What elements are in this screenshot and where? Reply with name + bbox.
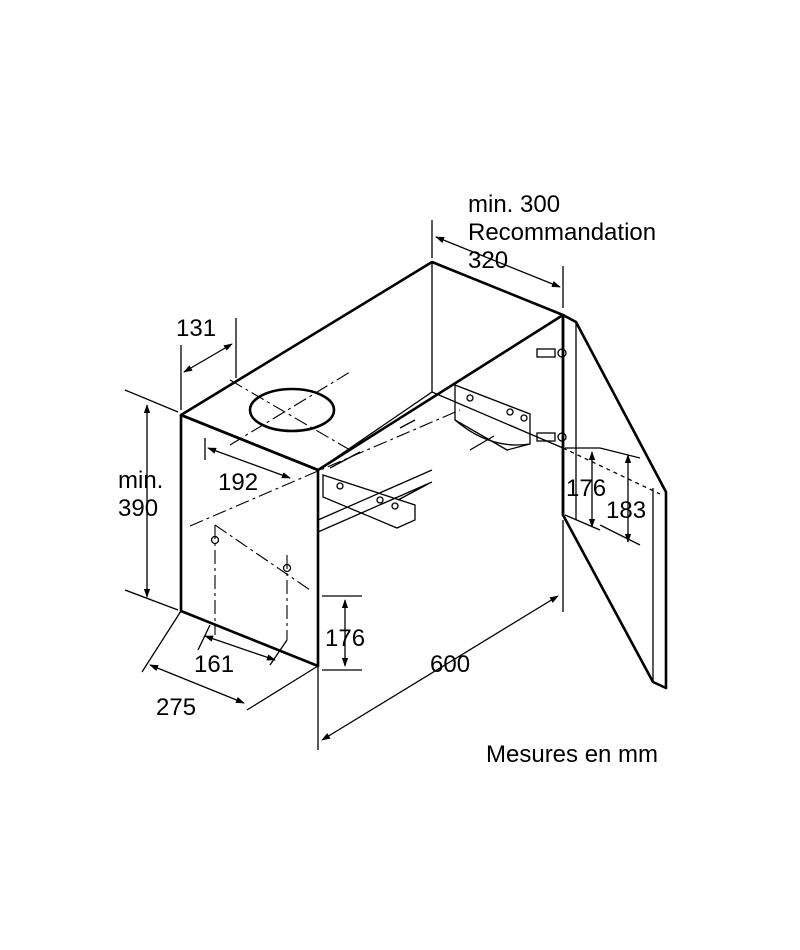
cabinet-rail (317, 469, 433, 521)
cabinet-top-panel (179, 260, 565, 472)
ext-183-bottom (599, 524, 641, 546)
label-width-600: 600 (430, 651, 470, 678)
bracket-left-hole-3 (391, 502, 399, 510)
bracket-right-hole-3 (520, 414, 528, 422)
ext-275-right (246, 665, 319, 711)
hinge-upper-pin (557, 348, 567, 358)
screw-4 (469, 435, 495, 451)
units-note: Mesures en mm (486, 741, 658, 768)
label-height-value: 390 (118, 495, 158, 522)
hinge-lower (536, 432, 556, 442)
construction-lines (189, 409, 661, 640)
cabinet-rail-2 (317, 481, 433, 533)
hinge-lower-pin (557, 432, 567, 442)
ext-275-left (141, 610, 182, 673)
bracket-right-curve (454, 419, 531, 446)
label-bottom-176: 176 (325, 625, 365, 652)
dim-arrow-depth (435, 236, 561, 288)
center-line-diag (214, 524, 311, 591)
ext-183-top (599, 447, 641, 459)
screw-2 (397, 483, 429, 501)
hole-center-line-a (229, 379, 351, 451)
center-line-side (189, 409, 461, 527)
label-hole-offset: 192 (218, 469, 258, 496)
ext-390-top (124, 389, 179, 413)
label-depth-min: min. 300 (468, 191, 560, 218)
label-top-offset: 131 (176, 315, 216, 342)
cabinet-body (179, 260, 565, 668)
dimension-arrows (143, 236, 632, 741)
dim-arrow-600 (321, 595, 559, 741)
dim-arrow-161 (204, 635, 276, 661)
mount-hole-2 (282, 563, 292, 573)
mounting-brackets (322, 348, 567, 529)
exhaust-hole-ellipse (248, 387, 336, 433)
cabinet-inner-edge (317, 391, 564, 471)
bracket-right-hole-2 (506, 408, 514, 416)
label-side-183: 183 (606, 497, 646, 524)
dimension-labels: min. 300 Recommandation 320 131 min. 390… (118, 191, 656, 721)
ext-390-bottom (124, 589, 179, 611)
mount-hole-1 (210, 535, 220, 545)
bracket-right (454, 384, 531, 451)
hole-center-line-b (229, 371, 351, 446)
label-depth-recommended-value: 320 (468, 247, 508, 274)
bracket-left-hole-2 (376, 496, 384, 504)
label-depth-275: 275 (156, 694, 196, 721)
label-height-min: min. (118, 467, 163, 494)
dim-arrow-131 (183, 343, 233, 373)
ext-161-left (197, 624, 211, 651)
bracket-left (322, 474, 416, 529)
hinge-upper (536, 348, 556, 358)
screw-3 (399, 419, 416, 429)
label-depth-recommendation: Recommandation (468, 219, 656, 246)
bracket-right-hole-1 (466, 394, 474, 402)
ext-161-right (269, 639, 288, 666)
hidden-line-door (562, 447, 661, 495)
cabinet-left-panel (179, 413, 320, 668)
cabinet-door (561, 313, 668, 690)
exhaust-hole (229, 371, 351, 451)
bracket-left-hole-1 (336, 482, 344, 490)
label-side-176: 176 (566, 475, 606, 502)
dim-arrow-192 (207, 447, 291, 479)
label-bottom-offset: 161 (194, 651, 234, 678)
dim-arrow-275 (149, 664, 245, 704)
